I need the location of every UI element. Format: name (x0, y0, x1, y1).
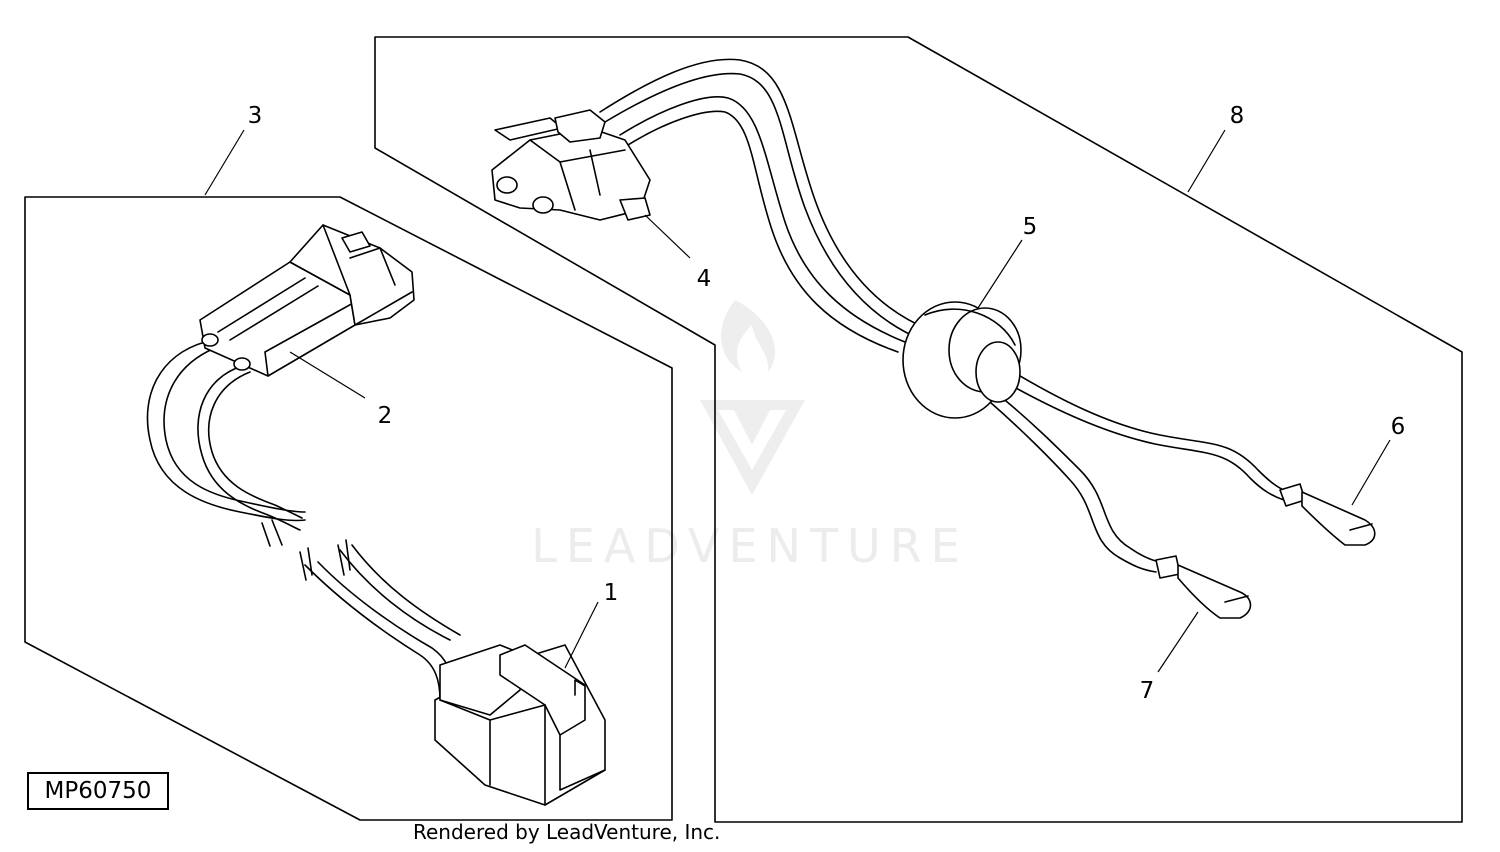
callout-5: 5 (1023, 214, 1038, 240)
wires-left (146, 341, 461, 701)
callout-8: 8 (1230, 103, 1245, 129)
watermark: LEADVENTURE (531, 300, 969, 573)
render-credit: Rendered by LeadVenture, Inc. (413, 820, 721, 844)
leader-lines (204, 129, 1391, 673)
callouts: 3 2 1 4 5 8 6 7 (248, 103, 1406, 704)
callout-1: 1 (604, 580, 619, 606)
terminal-6 (1279, 483, 1376, 546)
grommet-5 (902, 301, 1022, 419)
callout-4: 4 (697, 266, 712, 292)
left-kit-panel (24, 196, 673, 821)
watermark-text: LEADVENTURE (531, 519, 969, 573)
callout-3: 3 (248, 103, 263, 129)
terminal-7 (1155, 555, 1252, 619)
connector-2 (199, 224, 415, 377)
wires-right (599, 58, 1289, 573)
connector-1 (434, 644, 606, 806)
figure-id-label: MP60750 (27, 772, 169, 810)
connector-4 (491, 109, 651, 221)
right-kit-panel (374, 36, 1463, 823)
callout-2: 2 (378, 403, 393, 429)
callout-7: 7 (1140, 678, 1155, 704)
callout-6: 6 (1391, 414, 1406, 440)
